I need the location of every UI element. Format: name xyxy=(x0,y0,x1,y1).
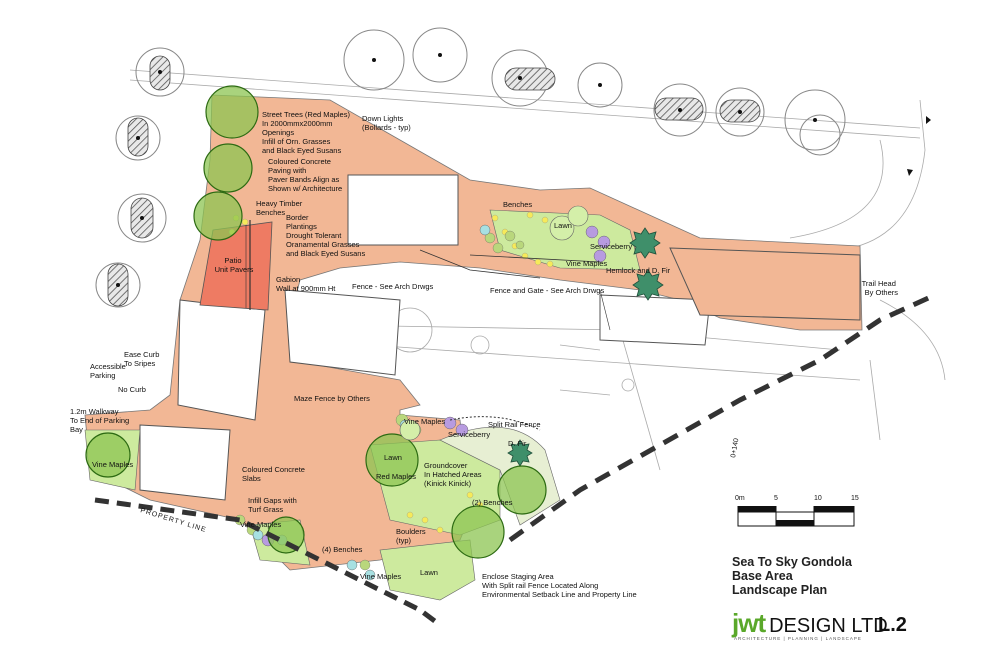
label-down-lights: Down Lights (Bollards - typ) xyxy=(362,114,411,132)
label-walkway: 1.2m Walkway To End of Parking Bay xyxy=(70,407,131,434)
label-gabion: Gabion Wall at 900mm Ht xyxy=(276,275,336,293)
label-coloured-concrete-slabs: Coloured Concrete Slabs xyxy=(242,465,307,483)
label-fence-arch: Fence - See Arch Drwgs xyxy=(352,282,434,291)
company-tagline: ARCHITECTURE | PLANNING | LANDSCAPE xyxy=(734,636,862,641)
label-accessible-parking: Accessible Parking xyxy=(90,362,128,380)
sheet-number: L.2 xyxy=(878,614,907,636)
label-heavy-timber-benches: Heavy Timber Benches xyxy=(256,199,304,217)
label-benches-top: Benches xyxy=(503,200,532,209)
label-lawn-bottom: Lawn xyxy=(420,568,438,577)
label-vine-maples-bottom: Vine Maples xyxy=(240,520,281,529)
label-split-rail: Split Rail Fence xyxy=(488,420,541,429)
existing-trees xyxy=(95,27,846,308)
label-lawn-mid: Lawn xyxy=(384,453,402,462)
label-lawn-top: Lawn xyxy=(554,221,572,230)
patio-pavers xyxy=(199,221,273,311)
canopy-trees xyxy=(85,85,547,559)
north-markers xyxy=(907,116,931,176)
label-maze-fence: Maze Fence by Others xyxy=(294,394,370,403)
label-vine-maples-mid: Vine Maples xyxy=(404,417,445,426)
label-red-maples: Red Maples xyxy=(376,472,416,481)
fence-lines xyxy=(245,220,611,431)
label-trail-head: Trail Head By Others xyxy=(862,279,899,297)
label-groundcover: Groundcover In Hatched Areas (Kinick Kin… xyxy=(424,461,484,488)
chainage-label: 0+140 xyxy=(730,438,740,459)
label-border-plantings: Border Plantings Drought Tolerant Oranam… xyxy=(286,213,365,258)
scale-tick-10: 10 xyxy=(814,495,822,502)
label-street-trees: Street Trees (Red Maples) In 2000mmx2000… xyxy=(262,110,352,155)
label-infill-gaps: Infill Gaps with Turf Grass xyxy=(248,496,299,514)
label-serviceberry-mid: Serviceberry xyxy=(448,430,490,439)
title-line-1: Sea To Sky Gondola xyxy=(732,555,852,569)
title-line-3: Landscape Plan xyxy=(732,583,828,597)
title-line-2: Base Area xyxy=(732,569,793,583)
scale-tick-15: 15 xyxy=(851,495,859,502)
label-serviceberry-top: Serviceberry xyxy=(590,242,632,251)
label-no-curb: No Curb xyxy=(118,385,146,394)
company-logo: jwt DESIGN LTD xyxy=(732,608,888,639)
building-footprints xyxy=(139,174,861,501)
label-ease-curb: Ease Curb To Sripes xyxy=(124,350,162,368)
label-vine-maples-bottom2: Vine Maples xyxy=(360,572,401,581)
label-vine-maples-left: Vine Maples xyxy=(92,460,133,469)
scale-tick-0: 0m xyxy=(735,495,745,502)
label-hemlock: Hemlock and D. Fir xyxy=(606,266,671,275)
plan-labels: Street Trees (Red Maples) In 2000mmx2000… xyxy=(70,110,898,599)
company-logo-name: DESIGN LTD xyxy=(769,615,888,637)
label-coloured-concrete-paving: Coloured Concrete Paving with Paver Band… xyxy=(268,157,342,193)
title-block: Sea To Sky Gondola Base Area Landscape P… xyxy=(732,555,932,597)
label-patio: Patio Unit Pavers xyxy=(215,256,254,274)
company-logo-jwt: jwt xyxy=(732,608,766,638)
label-boulders: Boulders (typ) xyxy=(396,527,428,545)
scale-bar: 0m 5 10 15 xyxy=(735,495,859,527)
label-vine-maples-top: Vine Maples xyxy=(566,259,607,268)
label-four-benches: (4) Benches xyxy=(322,545,363,554)
label-two-benches: (2) Benches xyxy=(472,498,513,507)
label-d-fir: D. Fir xyxy=(508,439,527,448)
small-trees xyxy=(399,205,589,441)
conifer-trees xyxy=(507,227,664,467)
label-staging: Enclose Staging Area With Split rail Fen… xyxy=(482,572,637,599)
label-fence-gate: Fence and Gate - See Arch Drwgs xyxy=(490,286,604,295)
scale-tick-5: 5 xyxy=(774,495,778,502)
